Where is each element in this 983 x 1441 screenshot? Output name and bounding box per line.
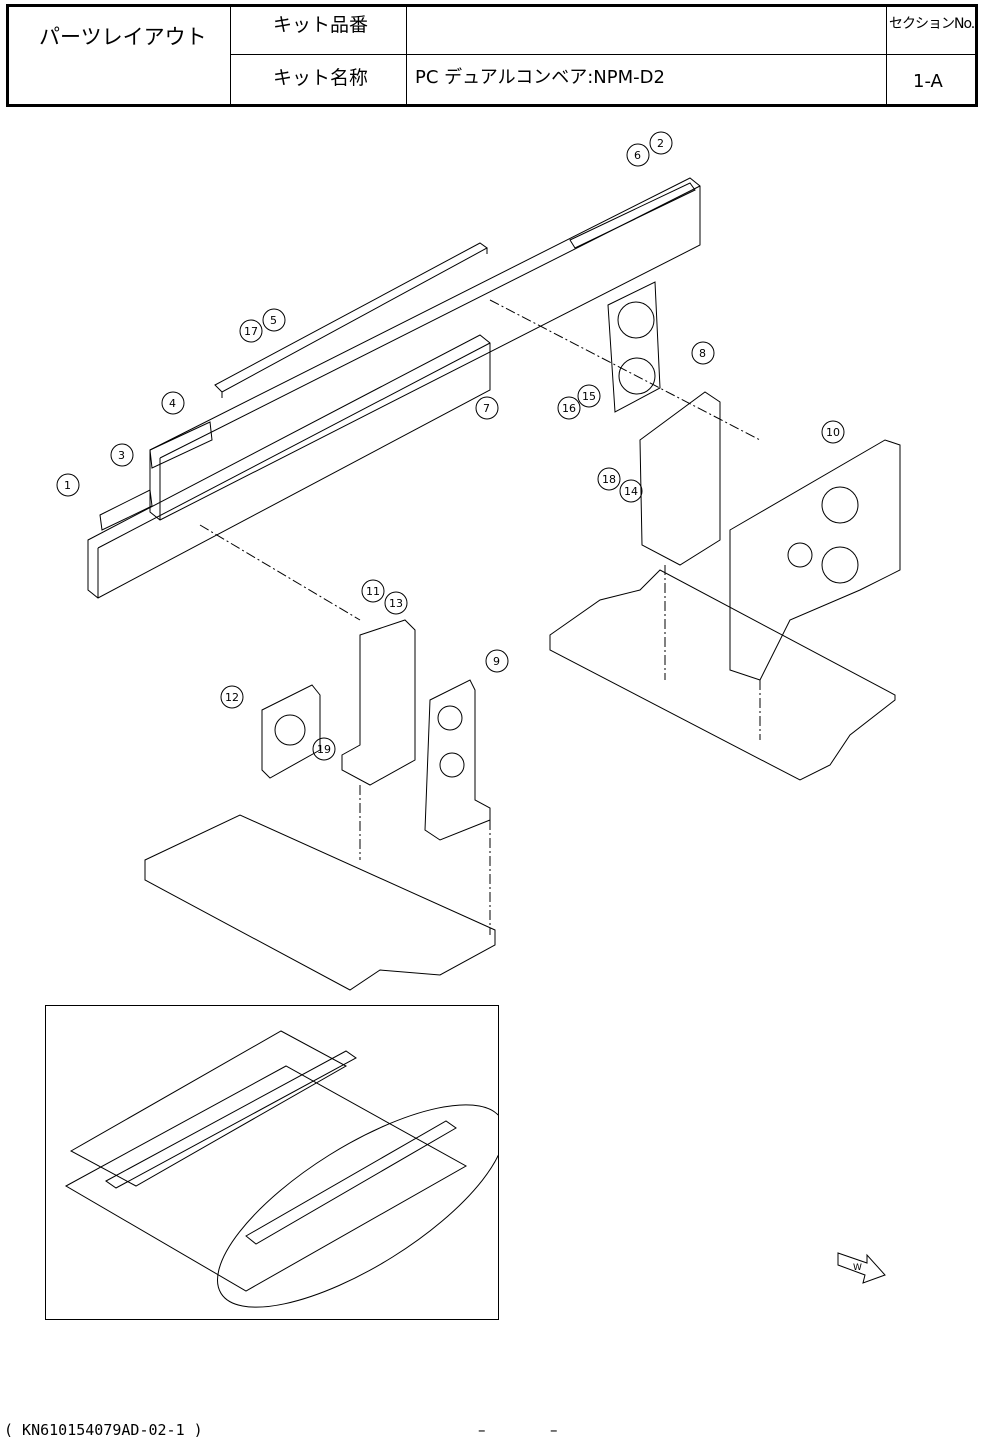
assembly-overview-drawing	[46, 1006, 498, 1319]
direction-arrow-label: W	[853, 1263, 862, 1273]
title-block: パーツレイアウト キット品番 キット名称 PC デュアルコンベア:NPM-D2 …	[6, 4, 978, 107]
page-title: パーツレイアウト	[39, 21, 207, 51]
front-rail-part	[88, 335, 490, 598]
hole	[788, 543, 812, 567]
page-dash-right: –	[550, 1421, 558, 1439]
kit-number-value-cell	[407, 7, 887, 55]
rear-rail-part	[150, 178, 700, 520]
overview-rail-top	[106, 1051, 356, 1188]
callout-15: 15	[582, 390, 596, 403]
plate-14-part	[640, 392, 720, 565]
direction-arrow-icon: W	[835, 1245, 890, 1285]
callout-19: 19	[317, 743, 331, 756]
callout-1: 1	[64, 479, 71, 492]
callout-11: 11	[366, 585, 380, 598]
callout-13: 13	[389, 597, 403, 610]
bracket-9-part	[425, 680, 490, 840]
assembly-overview-inset	[45, 1005, 499, 1320]
hole	[822, 547, 858, 583]
callout-9: 9	[493, 655, 500, 668]
hole	[618, 302, 654, 338]
exploded-parts-drawing: 1 2 3 4 5 6 7 8 9 10 11 12 13 14 15 16 1…	[0, 120, 983, 1010]
plate-8-part	[608, 282, 660, 412]
callout-8: 8	[699, 347, 706, 360]
callout-12: 12	[225, 691, 239, 704]
hole	[822, 487, 858, 523]
document-code: ( KN610154079AD-02-1 )	[4, 1421, 203, 1439]
section-label: セクションNo.	[889, 13, 974, 33]
hole	[440, 753, 464, 777]
side-plate-10-part	[730, 440, 900, 680]
page-dash-left: –	[478, 1421, 486, 1439]
overview-rail-front	[246, 1121, 456, 1244]
callout-17: 17	[244, 325, 258, 338]
callout-16: 16	[562, 402, 576, 415]
plate-12-part	[262, 685, 320, 778]
callout-18: 18	[602, 473, 616, 486]
hole	[275, 715, 305, 745]
plate-13-part	[342, 620, 415, 785]
callout-3: 3	[118, 449, 125, 462]
kit-name-value: PC デュアルコンベア:NPM-D2	[415, 63, 665, 89]
overview-frame	[66, 1066, 466, 1291]
callout-5: 5	[270, 314, 277, 327]
callout-2: 2	[657, 137, 664, 150]
part-callouts: 1 2 3 4 5 6 7 8 9 10 11 12 13 14 15 16 1…	[57, 132, 844, 760]
callout-7: 7	[483, 402, 490, 415]
kit-number-label: キット品番	[273, 10, 368, 37]
hole	[438, 706, 462, 730]
callout-10: 10	[826, 426, 840, 439]
callout-6: 6	[634, 149, 641, 162]
kit-name-label: キット名称	[273, 63, 368, 90]
base-plate-right-part	[550, 570, 895, 780]
callout-14: 14	[624, 485, 638, 498]
base-plate-left-part	[145, 815, 495, 990]
section-value: 1-A	[913, 71, 943, 92]
callout-4: 4	[169, 397, 176, 410]
